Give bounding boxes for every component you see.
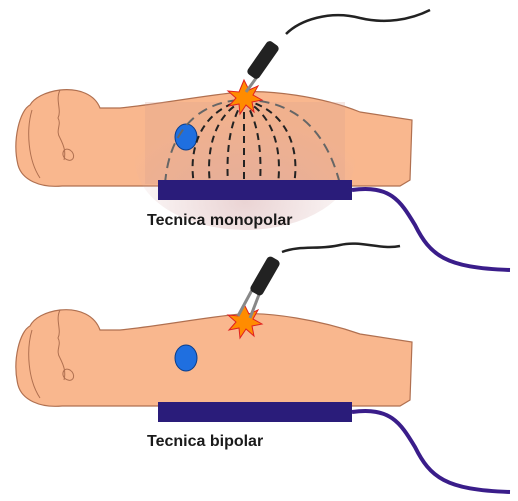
return-plate-bipolar <box>158 402 352 422</box>
monopolar-panel <box>16 10 510 270</box>
monopolar-pen <box>246 10 430 92</box>
caption-bipolar: Tecnica bipolar <box>147 433 263 451</box>
bipolar-forceps <box>238 244 400 318</box>
return-cable-monopolar <box>352 189 510 270</box>
patient-body-bipolar <box>16 310 412 407</box>
return-cable-bipolar <box>352 411 510 492</box>
return-plate-monopolar <box>158 180 352 200</box>
caption-monopolar: Tecnica monopolar <box>147 212 293 230</box>
bipolar-panel <box>16 244 510 492</box>
marker-dot-bipolar <box>175 345 197 371</box>
